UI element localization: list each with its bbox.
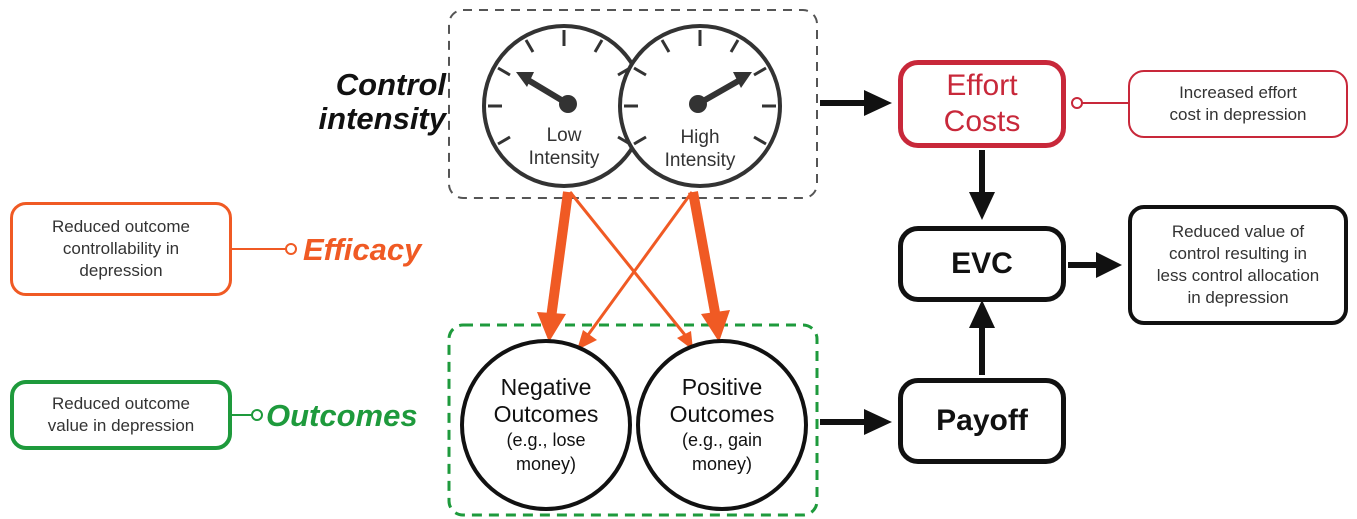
negative-outcomes-circle	[460, 339, 632, 511]
evc-node: EVC	[898, 226, 1066, 302]
evc-note: Reduced value of control resulting in le…	[1128, 205, 1348, 325]
high-intensity-label: High Intensity	[664, 127, 736, 171]
note-connectors	[232, 97, 1128, 421]
payoff-node: Payoff	[898, 378, 1066, 464]
low-intensity-label: Low Intensity	[528, 125, 600, 169]
effort-note: Increased effort cost in depression	[1128, 70, 1348, 138]
positive-outcomes-label: Positive Outcomes (e.g., gain money)	[669, 374, 775, 474]
negative-outcomes-label: Negative Outcomes (e.g., lose money)	[493, 374, 599, 474]
low-intensity-gauge	[482, 24, 646, 188]
flow-arrows	[820, 90, 1122, 435]
efficacy-label: Efficacy	[303, 232, 422, 267]
outcomes-group-box	[447, 323, 819, 517]
efficacy-arrows	[537, 191, 730, 350]
outcomes-label: Outcomes	[266, 398, 418, 433]
efficacy-note: Reduced outcome controllability in depre…	[10, 202, 232, 296]
effort-costs-node: Effort Costs	[898, 60, 1066, 148]
control-intensity-label: Control intensity	[318, 67, 446, 136]
high-intensity-gauge	[618, 24, 782, 188]
outcomes-note: Reduced outcome value in depression	[10, 380, 232, 450]
positive-outcomes-circle	[636, 339, 808, 511]
